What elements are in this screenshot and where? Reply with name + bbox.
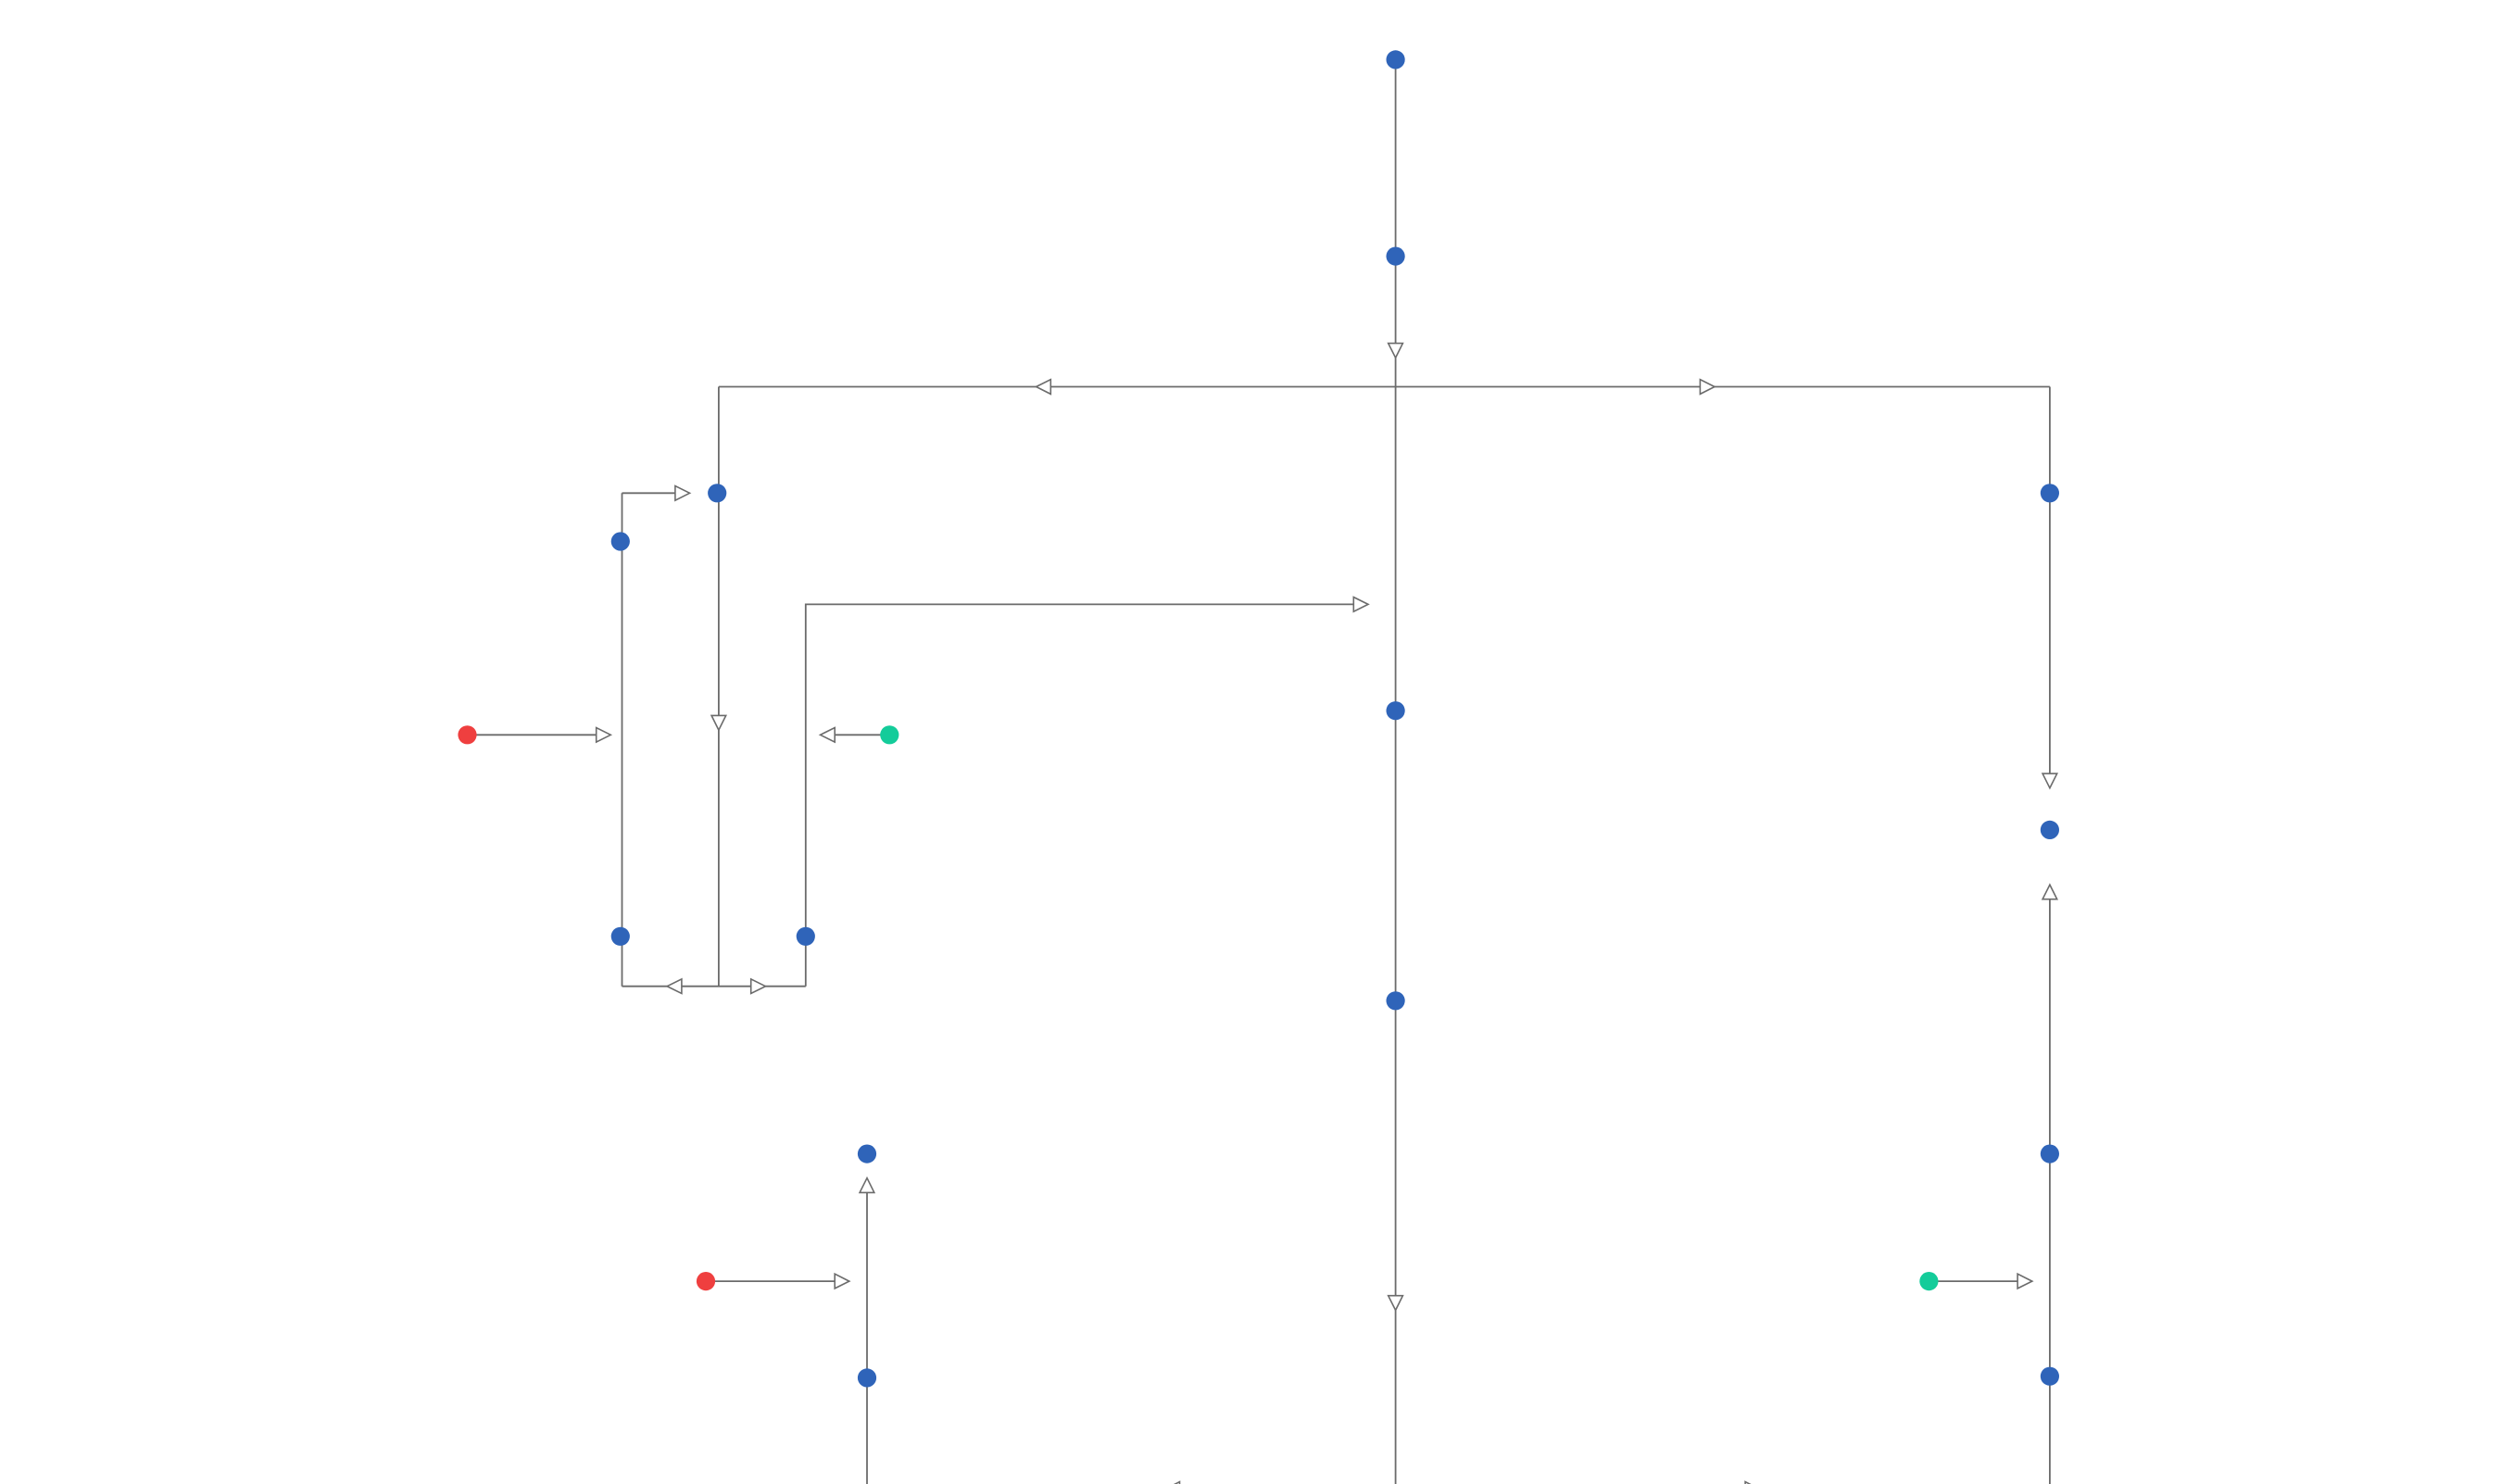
junction-node[interactable] [1386, 991, 1405, 1011]
arrowhead-right-icon [595, 726, 613, 744]
junction-node[interactable] [2040, 820, 2059, 840]
arrowhead-right-icon [834, 1272, 851, 1290]
node-layer [458, 50, 2059, 1388]
arrowhead-up-icon [2041, 883, 2058, 900]
junction-node[interactable] [610, 926, 630, 946]
junction-node[interactable] [708, 484, 727, 503]
arrowhead-layer [595, 342, 2058, 1484]
junction-node[interactable] [1386, 246, 1405, 266]
arrowhead-down-icon [1387, 342, 1404, 359]
arrowhead-right-icon [749, 977, 768, 995]
arrowhead-right-icon [674, 484, 692, 502]
arrowhead-left-icon [665, 977, 683, 995]
junction-node[interactable] [610, 532, 630, 551]
junction-node[interactable] [796, 926, 815, 946]
junction-node[interactable] [2040, 484, 2059, 503]
arrowhead-left-icon [1034, 378, 1052, 396]
edge-layer [471, 59, 2051, 1484]
junction-node[interactable] [2040, 1366, 2059, 1386]
junction-node[interactable] [2040, 1144, 2059, 1163]
arrowhead-right-icon [1744, 1480, 1752, 1484]
junction-node[interactable] [1386, 50, 1405, 69]
arrowhead-right-icon [1352, 596, 1370, 613]
arrowhead-right-icon [1699, 378, 1716, 396]
connector-line [804, 603, 1364, 987]
sink-node[interactable] [880, 725, 899, 745]
arrowhead-up-icon [858, 1176, 876, 1194]
junction-node[interactable] [857, 1144, 877, 1163]
junction-node[interactable] [857, 1368, 877, 1388]
arrowhead-down-icon [710, 714, 727, 732]
arrowhead-right-icon [2017, 1272, 2034, 1290]
junction-node[interactable] [1386, 701, 1405, 721]
arrowhead-left-icon [1173, 1480, 1181, 1484]
source-node[interactable] [696, 1272, 716, 1291]
arrowhead-down-icon [1387, 1294, 1404, 1313]
arrowhead-down-icon [2041, 773, 2058, 790]
arrowhead-left-icon [818, 726, 836, 744]
sink-node[interactable] [1919, 1272, 1939, 1291]
source-node[interactable] [458, 725, 477, 745]
